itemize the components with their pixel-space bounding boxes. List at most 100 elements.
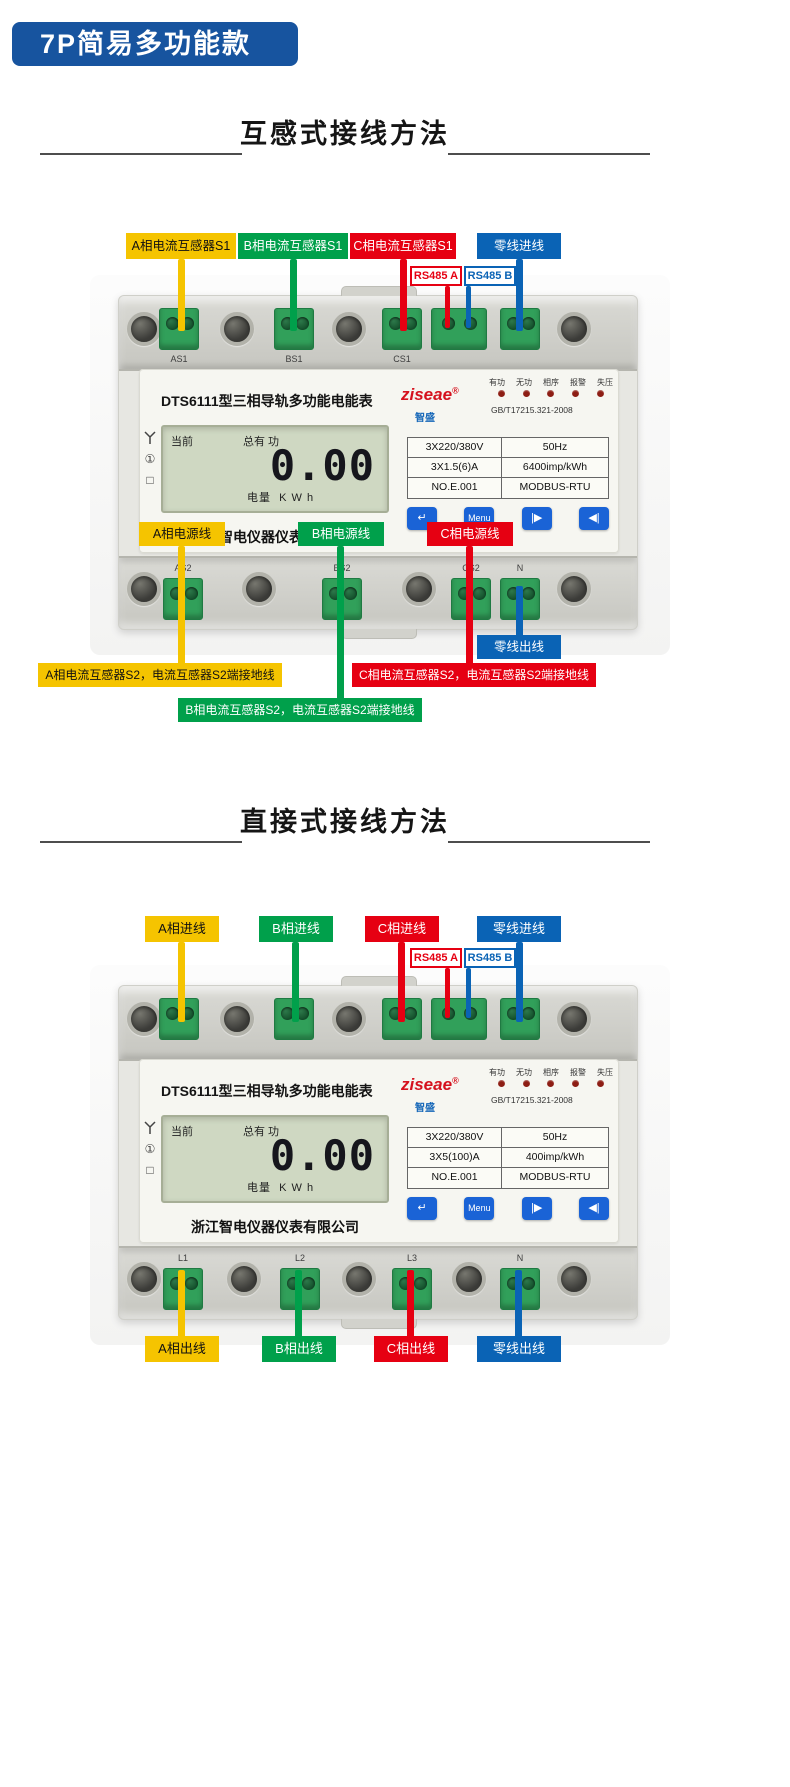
label-c-power-line: C相电源线 xyxy=(427,522,513,546)
screw-icon xyxy=(389,317,402,330)
wire-ct-a-s2 xyxy=(178,546,185,668)
terminal-hole xyxy=(220,312,254,346)
indicator-label: 有功 xyxy=(489,1068,505,1077)
terminal-hole xyxy=(127,1002,161,1036)
led-icon xyxy=(572,390,580,397)
phase-branch-icon xyxy=(144,1121,156,1134)
spec-cell: 50Hz xyxy=(542,1131,568,1143)
prev-button: ◀| xyxy=(578,1197,609,1220)
indicator-label: 报警 xyxy=(570,378,586,387)
terminal-label: AS1 xyxy=(170,354,188,364)
label-neutral-out: 零线出线 xyxy=(477,635,561,659)
brand-logo: ziseae® xyxy=(401,385,459,405)
wire-ct-b-s2 xyxy=(337,546,344,704)
terminal-hole xyxy=(557,1002,591,1036)
terminal-strip-top xyxy=(119,986,637,1061)
spec-cell: MODBUS-RTU xyxy=(519,481,591,493)
indicator-label: 相序 xyxy=(543,378,559,387)
screw-icon xyxy=(185,1277,198,1290)
terminal-hole xyxy=(332,1002,366,1036)
wire-neutral-in xyxy=(516,259,523,331)
terminal-strip-bottom: L1 L2 L3 N xyxy=(119,1246,637,1319)
indicator-label: 失压 xyxy=(597,1068,613,1077)
meter-model-title: DTS6111型三相导轨多功能电能表 xyxy=(161,393,373,409)
wire-direct-b-in xyxy=(292,942,299,1022)
screw-icon xyxy=(166,1007,179,1020)
led-icon xyxy=(547,1080,555,1087)
label-a-power-line: A相电源线 xyxy=(139,522,225,546)
wire-rs485-b xyxy=(466,968,471,1018)
screw-icon xyxy=(296,1007,309,1020)
indicator-label: 有功 xyxy=(489,378,505,387)
label-b-in: B相进线 xyxy=(259,916,333,942)
wire-direct-a-out xyxy=(178,1270,185,1340)
led-icon xyxy=(547,390,555,397)
next-button: |▶ xyxy=(521,1197,552,1220)
screw-icon xyxy=(281,1007,294,1020)
terminal-strip-top: AS1 BS1 CS1 xyxy=(119,296,637,371)
terminal-label: CS1 xyxy=(393,354,411,364)
brand-chinese: 智盛 xyxy=(415,413,435,424)
terminal-hole xyxy=(402,572,436,606)
terminal-block-cs1 xyxy=(382,308,422,350)
side-icons: ① □ xyxy=(141,1121,159,1177)
spec-cell: 3X1.5(6)A xyxy=(408,458,502,477)
label-ct-b-s1: B相电流互感器S1 xyxy=(238,233,348,259)
terminal-hole xyxy=(220,1002,254,1036)
lcd-mode-text: 当前 xyxy=(171,436,193,448)
divider-left xyxy=(40,841,242,843)
spec-cell: MODBUS-RTU xyxy=(519,1171,591,1183)
label-rs485-b: RS485 B xyxy=(464,266,516,286)
led-icon xyxy=(522,1080,530,1087)
label-ct-c-s1: C相电流互感器S1 xyxy=(350,233,456,259)
screw-icon xyxy=(166,317,179,330)
label-b-out: B相出线 xyxy=(262,1336,336,1362)
terminal-hole xyxy=(452,1262,486,1296)
terminal-label: N xyxy=(516,1253,524,1263)
energy-meter-ct: AS1 BS1 CS1 DTS6111型三相导轨多功能电能表 ziseae® 智… xyxy=(118,286,638,639)
terminal-hole xyxy=(127,572,161,606)
divider-right xyxy=(448,841,650,843)
spec-cell: 400imp/kWh xyxy=(525,1151,585,1163)
terminal-label: N xyxy=(516,563,524,573)
terminal-hole xyxy=(242,572,276,606)
screw-icon xyxy=(302,1277,315,1290)
indicator-leds xyxy=(489,1080,613,1087)
terminal-hole xyxy=(127,1262,161,1296)
terminal-label: BS1 xyxy=(285,354,303,364)
label-ct-a-s2: A相电流互感器S2，电流互感器S2端接地线 xyxy=(38,663,282,687)
terminal-block-rs485 xyxy=(431,998,487,1040)
label-neutral-in: 零线进线 xyxy=(477,233,561,259)
terminal-block-rs485 xyxy=(431,308,487,350)
lcd-mode-text: 当前 xyxy=(171,1126,193,1138)
square-icon: □ xyxy=(146,473,154,487)
spec-cell: 50Hz xyxy=(542,441,568,453)
lcd-display: 当前 总有 功 0.00 电量 K W h xyxy=(161,1115,389,1203)
spec-row: NO.E.001 MODBUS-RTU xyxy=(408,1168,608,1188)
label-c-out: C相出线 xyxy=(374,1336,448,1362)
spec-cell: NO.E.001 xyxy=(408,478,502,498)
circled-one-icon: ① xyxy=(144,452,156,466)
divider-left xyxy=(40,153,242,155)
spec-cell: NO.E.001 xyxy=(408,1168,502,1188)
lcd-display: 当前 总有 功 0.00 电量 K W h xyxy=(161,425,389,513)
registered-mark: ® xyxy=(452,385,459,396)
wire-ct-a-in xyxy=(178,259,185,331)
led-icon xyxy=(572,1080,580,1087)
prev-button: ◀| xyxy=(578,507,609,530)
screw-icon xyxy=(404,1007,417,1020)
label-ct-a-s1: A相电流互感器S1 xyxy=(126,233,236,259)
led-icon xyxy=(497,390,505,397)
wire-direct-n-in xyxy=(516,942,523,1022)
indicator-labels: 有功 无功 相序 报警 失压 xyxy=(489,377,613,388)
screw-icon xyxy=(522,1277,535,1290)
screw-icon xyxy=(522,587,535,600)
lcd-units: 电量 K W h xyxy=(247,492,315,504)
registered-mark: ® xyxy=(452,1075,459,1086)
lcd-kind-text: 总有 功 xyxy=(243,436,280,448)
indicator-label: 失压 xyxy=(597,378,613,387)
